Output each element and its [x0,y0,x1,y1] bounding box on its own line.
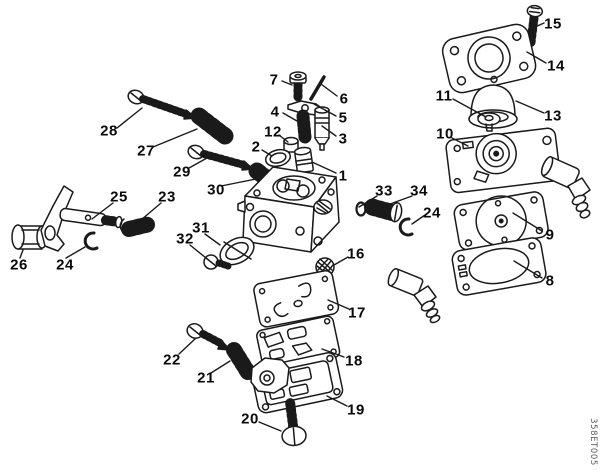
callout-33: 33 [375,182,393,200]
fuel-fitting-elbow-10 [540,156,591,219]
callout-19: 19 [347,401,365,419]
pump-cover-14 [441,23,537,94]
valve-piston-1 [293,146,314,174]
callout-26: 26 [10,256,28,274]
callout-22: 22 [163,351,181,369]
callout-18: 18 [345,352,363,370]
callout-16: 16 [347,245,365,263]
spring-23 [119,216,158,237]
callout-25: 25 [110,188,128,206]
callout-34: 34 [410,182,428,200]
callout-20: 20 [241,410,259,428]
pump-nozzle-boss [250,357,290,394]
e-clip-24-left [83,231,99,251]
callout-7: 7 [269,71,279,89]
callout-12: 12 [264,123,282,141]
callout-1: 1 [338,167,348,185]
screw-32 [203,254,232,270]
callout-14: 14 [547,57,565,75]
callout-11: 11 [435,87,453,105]
screw-7 [289,71,307,102]
callout-8: 8 [545,272,555,290]
callout-30: 30 [207,181,225,199]
callout-32: 32 [176,230,194,248]
callout-2: 2 [251,138,261,156]
disc-2 [264,148,292,168]
callout-27: 27 [137,142,155,160]
callout-17: 17 [348,304,366,322]
fuel-inlet-elbow [387,267,441,324]
callout-24-left: 24 [56,256,74,274]
e-clip-24-right [398,217,414,237]
plug-26 [11,224,51,250]
callout-23: 23 [158,188,176,206]
callout-3: 3 [338,130,348,148]
callout-29: 29 [173,163,191,181]
callout-15: 15 [544,15,562,33]
callout-13: 13 [544,107,562,125]
plug-12 [283,136,299,153]
callout-31: 31 [192,219,210,237]
callout-21: 21 [197,369,215,387]
plug-screw-34 [364,198,403,223]
carburetor-body [237,166,340,253]
pump-body-10 [445,127,561,194]
screw-28 [127,89,197,120]
screw-15 [526,4,544,50]
callout-6: 6 [339,90,349,108]
diaphragm-9 [453,191,549,251]
throttle-plate-31 [219,236,255,266]
pin-6 [309,75,326,101]
screw-20 [281,398,307,447]
callout-9: 9 [545,226,555,244]
callout-4: 4 [270,103,280,121]
callout-10: 10 [436,125,454,143]
throttle-shaft-25 [40,185,123,252]
callout-28: 28 [100,122,118,140]
spring-27 [190,107,234,145]
spring-4 [296,109,312,144]
gasket-8 [451,237,547,296]
callout-24-right: 24 [423,204,441,222]
watermark-code: 358ET005 [588,418,598,466]
leader-lines [19,22,547,432]
callout-5: 5 [338,109,348,127]
inlet-needle-3 [314,106,330,151]
screw-29 [187,144,254,171]
spring-21 [226,342,257,382]
gasket-17 [253,270,340,328]
screw-22 [186,323,231,351]
